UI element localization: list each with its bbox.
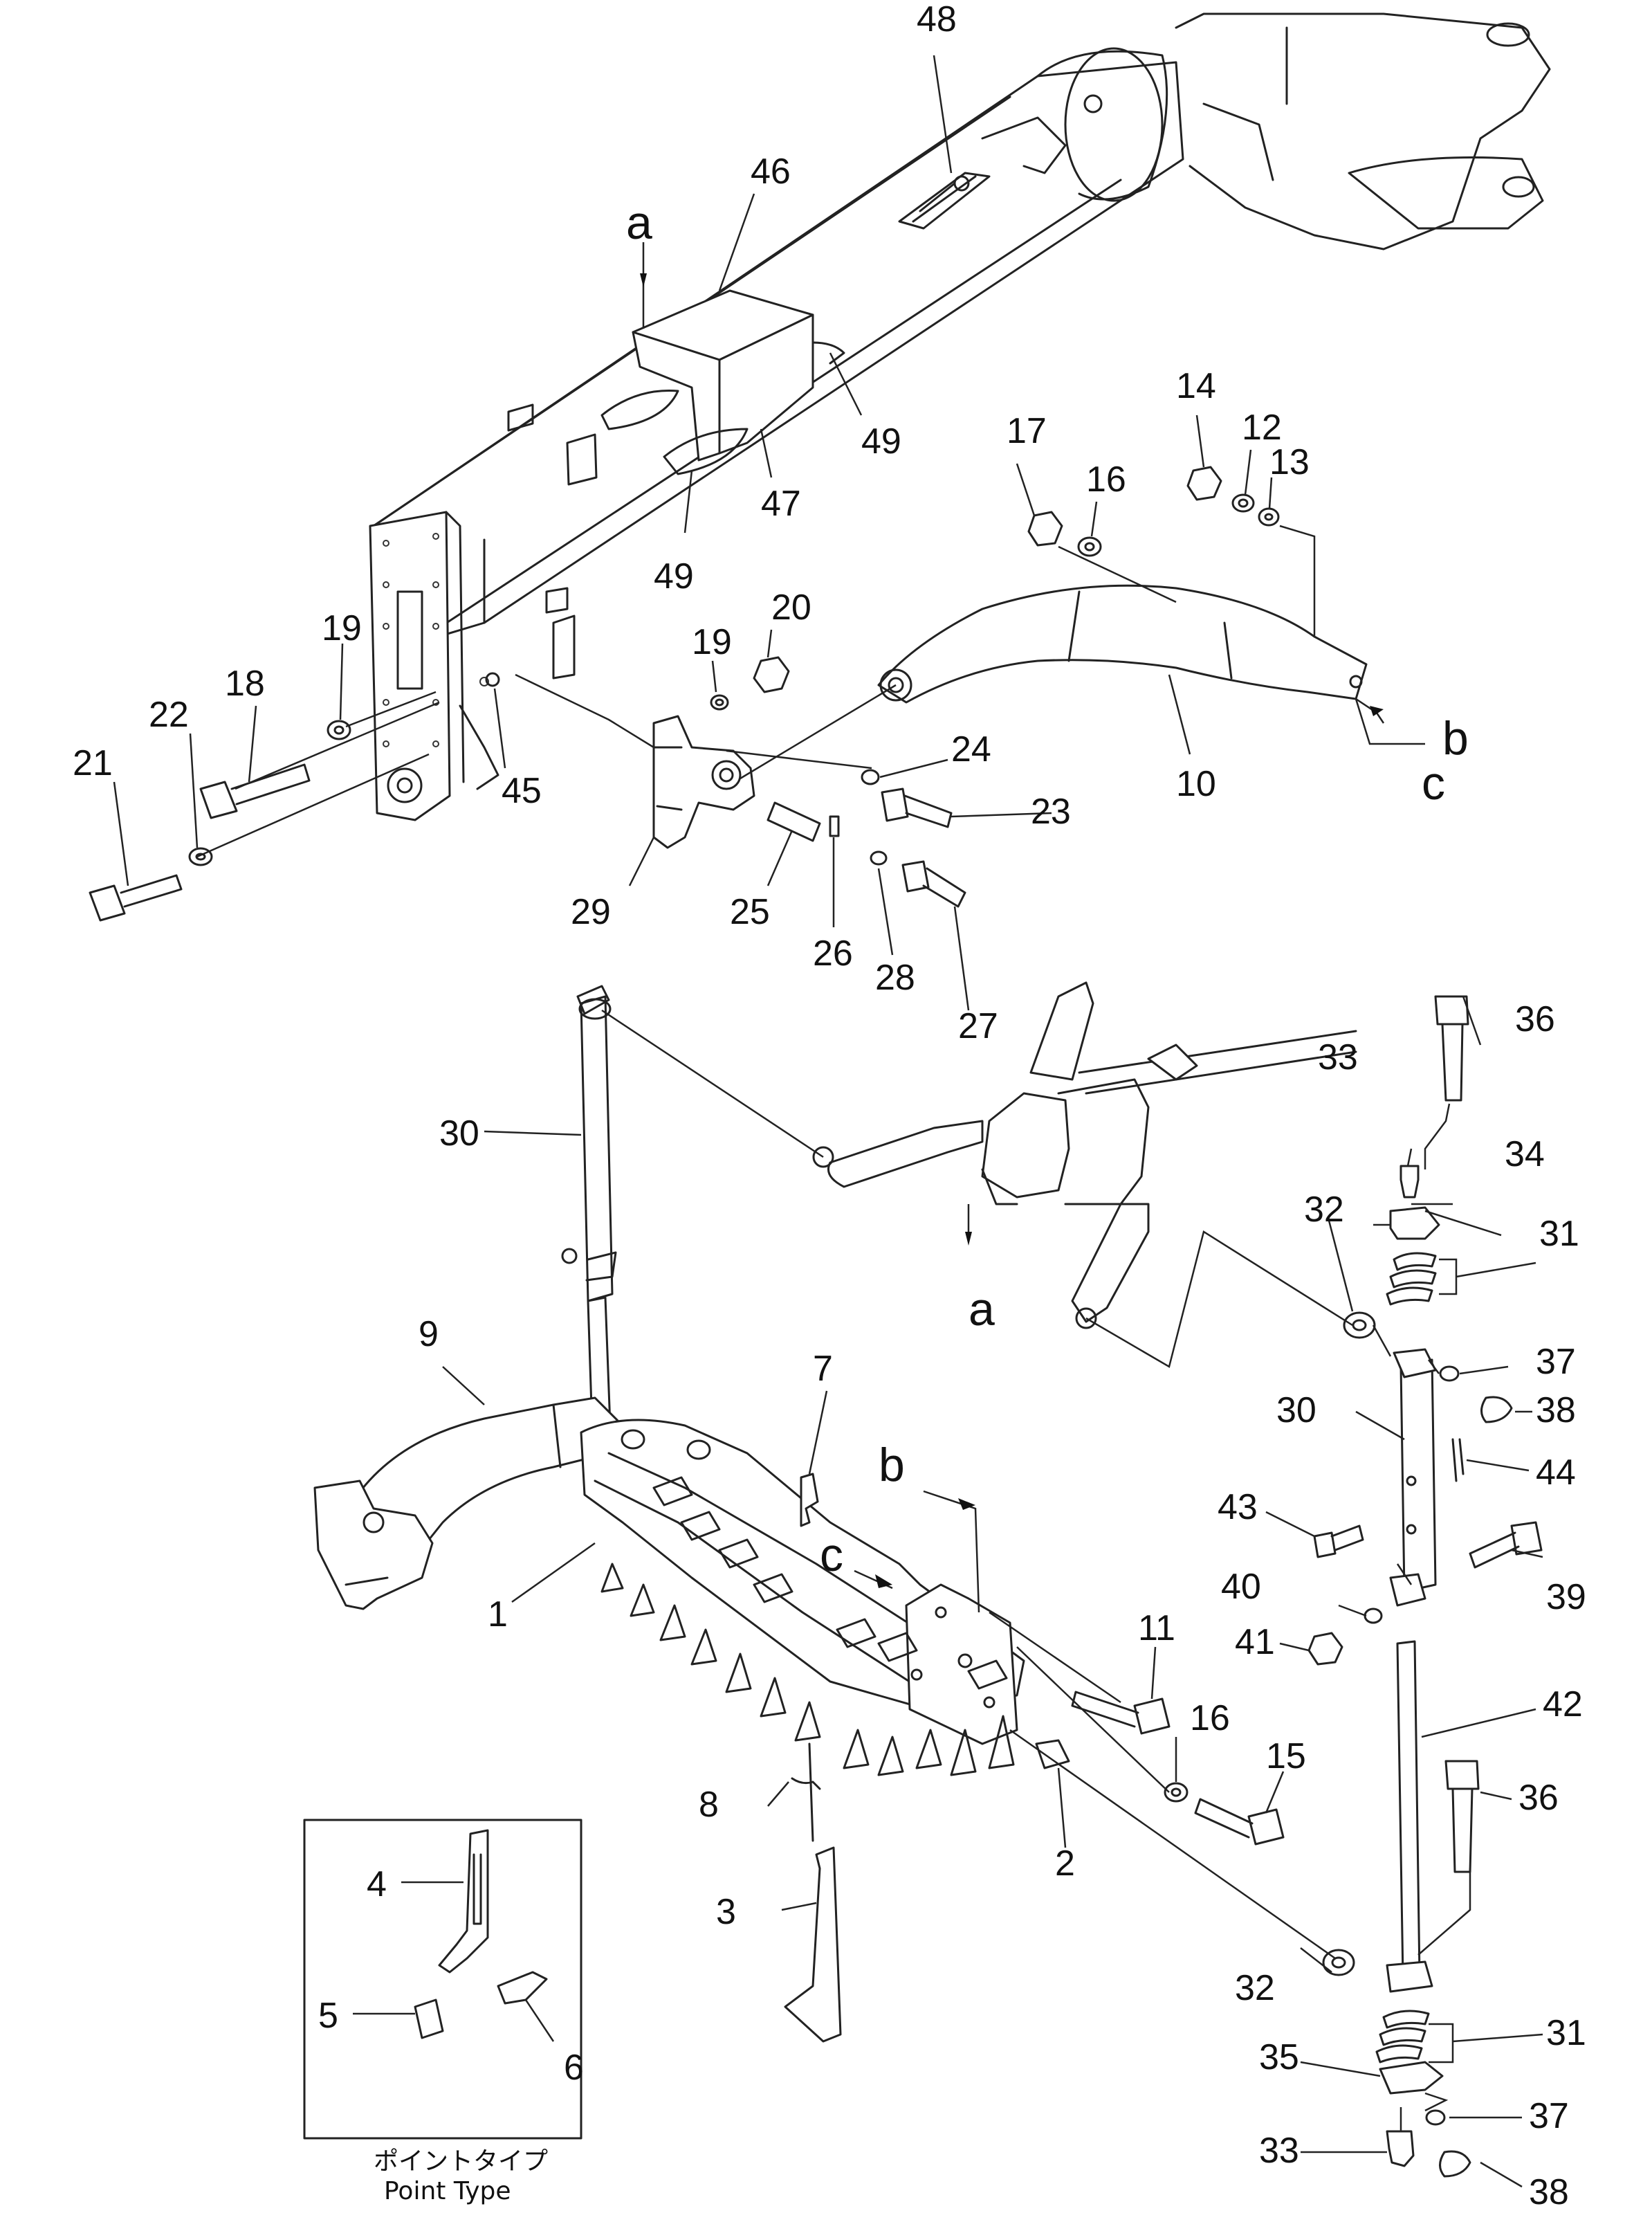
- callout-10: 10: [1176, 764, 1216, 804]
- callout-31-upper: 31: [1539, 1214, 1579, 1254]
- callout-32-lower: 32: [1235, 1968, 1275, 2008]
- callout-29: 29: [571, 892, 611, 932]
- callout-30-right: 30: [1276, 1390, 1316, 1430]
- callout-39: 39: [1546, 1577, 1586, 1617]
- callout-26: 26: [813, 934, 853, 974]
- callout-49-left: 49: [654, 556, 694, 596]
- callout-35: 35: [1259, 2037, 1299, 2077]
- callout-45: 45: [502, 771, 542, 811]
- callout-40: 40: [1221, 1567, 1261, 1607]
- callout-36-upper: 36: [1515, 999, 1555, 1039]
- callout-37-upper: 37: [1536, 1342, 1576, 1382]
- callout-2: 2: [1055, 1843, 1075, 1884]
- ripper-beam: [313, 1396, 1070, 2043]
- callout-33-upper: 33: [1318, 1037, 1358, 1077]
- callout-32-upper: 32: [1304, 1190, 1344, 1230]
- ref-letter-c-bottom: c: [820, 1529, 843, 1581]
- callout-43: 43: [1218, 1487, 1258, 1527]
- callout-30-left: 30: [439, 1113, 479, 1154]
- callout-23: 23: [1031, 792, 1071, 832]
- callout-13: 13: [1269, 442, 1310, 482]
- leader-lines: [113, 55, 1543, 2188]
- callout-44: 44: [1536, 1452, 1576, 1493]
- callout-16-upper: 16: [1086, 459, 1126, 500]
- callout-37-lower: 37: [1529, 2096, 1569, 2136]
- callout-36-lower: 36: [1518, 1778, 1559, 1818]
- callout-7: 7: [813, 1349, 833, 1389]
- callout-33-lower: 33: [1259, 2131, 1299, 2171]
- callout-3: 3: [716, 1892, 736, 1932]
- callout-22: 22: [149, 695, 189, 735]
- callout-5: 5: [318, 1996, 338, 2036]
- main-frame: [369, 12, 1551, 821]
- callout-19-right: 19: [692, 622, 732, 662]
- callout-16-lower: 16: [1190, 1698, 1230, 1738]
- ref-letter-a-top: a: [626, 197, 652, 249]
- callout-18: 18: [225, 664, 265, 704]
- callout-25: 25: [730, 892, 770, 932]
- ref-letter-c-top: c: [1422, 757, 1445, 810]
- callout-28: 28: [875, 958, 915, 998]
- callout-labels: 48 46 49 47 49 17 16 14 12 13 10 20 19 1…: [73, 0, 1586, 2212]
- callout-9: 9: [419, 1314, 439, 1354]
- callout-21: 21: [73, 743, 113, 783]
- callout-20: 20: [771, 588, 811, 628]
- callout-14: 14: [1176, 366, 1216, 406]
- ripper-arm-upper: [652, 584, 1368, 849]
- ref-letter-a-bottom: a: [969, 1283, 995, 1336]
- callout-8: 8: [699, 1785, 719, 1825]
- callout-19-left: 19: [322, 608, 362, 648]
- callout-31-lower: 31: [1546, 2013, 1586, 2053]
- ref-letter-b-top: b: [1442, 712, 1469, 765]
- reference-arrows: [640, 273, 1384, 1588]
- callout-6: 6: [564, 2048, 584, 2088]
- callout-12: 12: [1242, 408, 1282, 448]
- callout-4: 4: [367, 1864, 387, 1904]
- reference-letters: a b c a b c: [626, 197, 1469, 1581]
- point-type-inset: ポイントタイプ Point Type: [303, 1819, 582, 2205]
- callout-17: 17: [1007, 411, 1047, 451]
- callout-42: 42: [1543, 1684, 1583, 1724]
- hardware-upper: [89, 466, 1280, 922]
- callout-41: 41: [1235, 1622, 1275, 1662]
- hardware-lower: [1071, 995, 1543, 2178]
- callout-38-lower: 38: [1529, 2172, 1569, 2210]
- callout-47: 47: [761, 484, 801, 524]
- inset-title-jp: ポイントタイプ: [374, 2147, 548, 2176]
- callout-1: 1: [488, 1594, 508, 1634]
- callout-34: 34: [1505, 1134, 1545, 1174]
- inset-title-en: Point Type: [384, 2177, 511, 2205]
- linkage-lower: [561, 981, 1357, 1430]
- ref-letter-b-bottom: b: [879, 1439, 905, 1491]
- callout-15: 15: [1266, 1736, 1306, 1776]
- callout-11: 11: [1138, 1608, 1175, 1648]
- callout-38-upper: 38: [1536, 1390, 1576, 1430]
- callout-27: 27: [958, 1006, 998, 1046]
- callout-48: 48: [917, 0, 957, 39]
- callout-24: 24: [951, 729, 991, 769]
- callout-49-right: 49: [861, 421, 901, 462]
- callout-46: 46: [751, 152, 791, 192]
